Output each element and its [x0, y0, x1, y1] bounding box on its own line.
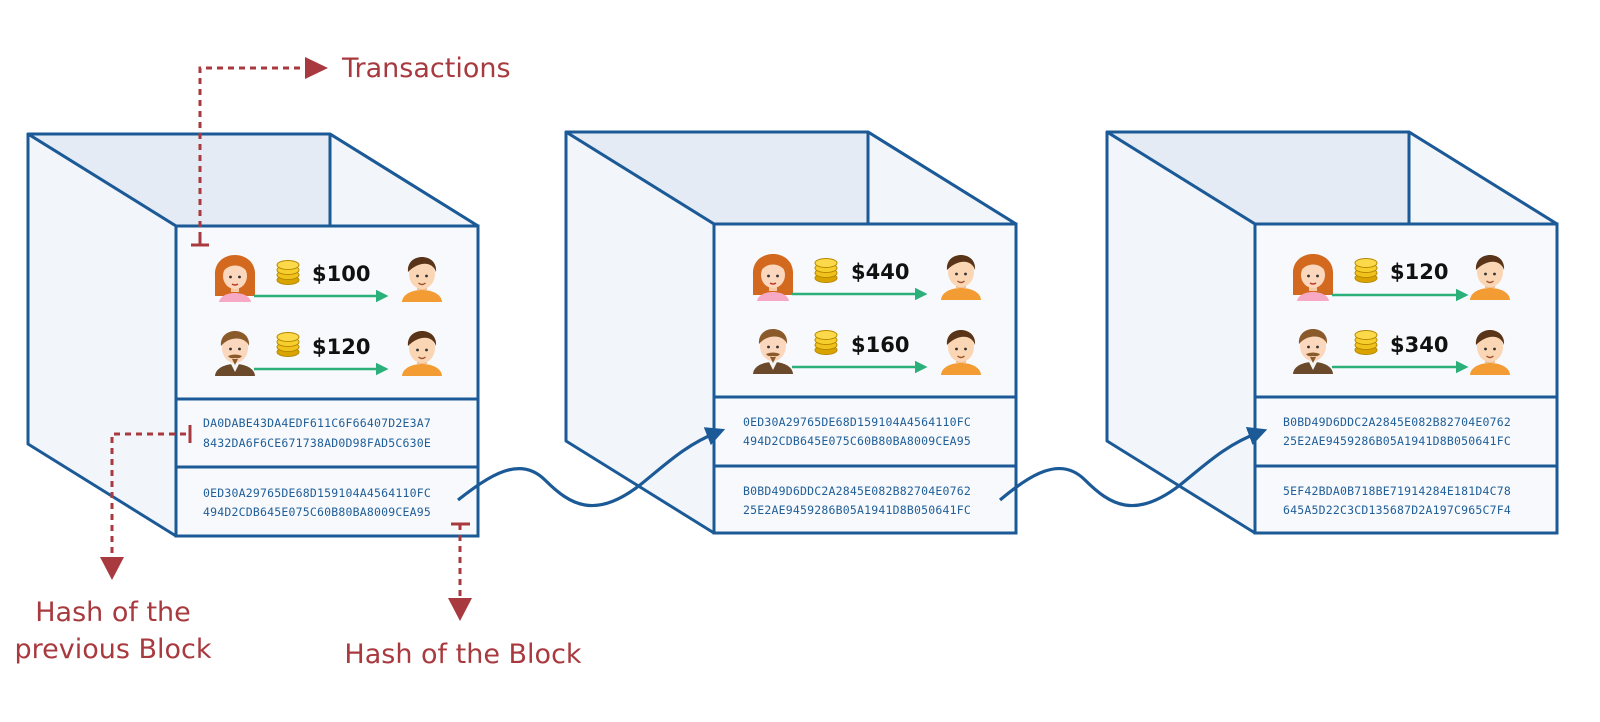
block-1: $100 $120 DA0DABE43DA4EDF611C6F66407D2E3…: [26, 132, 480, 538]
hash-previous-label-line2: previous Block: [14, 634, 211, 665]
chain-link-arrow: [998, 427, 1268, 508]
transactions-label: Transactions: [341, 53, 511, 84]
block-hash-line: 0ED30A29765DE68D159104A4564110FC: [203, 486, 431, 500]
coins-icon: [814, 258, 838, 283]
hash-previous-label-line1: Hash of the: [35, 597, 191, 628]
sender-avatar-icon: [214, 254, 256, 303]
sender-avatar-icon: [1292, 253, 1334, 302]
sender-avatar-icon: [752, 253, 794, 302]
previous-hash-callout: Hash of the previous Block: [14, 425, 212, 665]
transaction-amount: $340: [1390, 333, 1448, 357]
previous-hash-line: 494D2CDB645E075C60B80BA8009CEA95: [743, 434, 971, 448]
transaction-amount: $160: [851, 333, 909, 357]
block-hash-line: 5EF42BDA0B718BE71914284E181D4C78: [1283, 484, 1511, 498]
coins-icon: [276, 332, 300, 357]
block-2: $440 $160 0ED30A29765DE68D159104A4564110…: [564, 130, 1018, 535]
coins-icon: [276, 260, 300, 285]
block-3: $120 $340 B0BD49D6DDC2A2845E082B82704E07…: [1105, 130, 1559, 535]
previous-hash-line: B0BD49D6DDC2A2845E082B82704E0762: [1283, 415, 1511, 429]
chain-link-arrow: [457, 427, 726, 508]
coins-icon: [1354, 330, 1378, 355]
transaction-amount: $120: [312, 335, 370, 359]
transaction-amount: $100: [312, 262, 370, 286]
transaction-amount: $120: [1390, 260, 1448, 284]
hash-of-block-label: Hash of the Block: [344, 639, 581, 670]
previous-hash-line: DA0DABE43DA4EDF611C6F66407D2E3A7: [203, 416, 431, 430]
previous-hash-line: 8432DA6F6CE671738AD0D98FAD5C630E: [203, 436, 431, 450]
block-hash-line: B0BD49D6DDC2A2845E082B82704E0762: [743, 484, 971, 498]
block-hash-line: 25E2AE9459286B05A1941D8B050641FC: [743, 503, 971, 517]
transaction-amount: $440: [851, 260, 909, 284]
block-hash-line: 494D2CDB645E075C60B80BA8009CEA95: [203, 505, 431, 519]
coins-icon: [1354, 258, 1378, 283]
previous-hash-line: 25E2AE9459286B05A1941D8B050641FC: [1283, 434, 1511, 448]
block-hash-callout: Hash of the Block: [344, 522, 582, 670]
transactions-callout: Transactions: [191, 53, 511, 247]
block-hash-line: 645A5D22C3CD135687D2A197C965C7F4: [1283, 503, 1511, 517]
previous-hash-line: 0ED30A29765DE68D159104A4564110FC: [743, 415, 971, 429]
coins-icon: [814, 330, 838, 355]
